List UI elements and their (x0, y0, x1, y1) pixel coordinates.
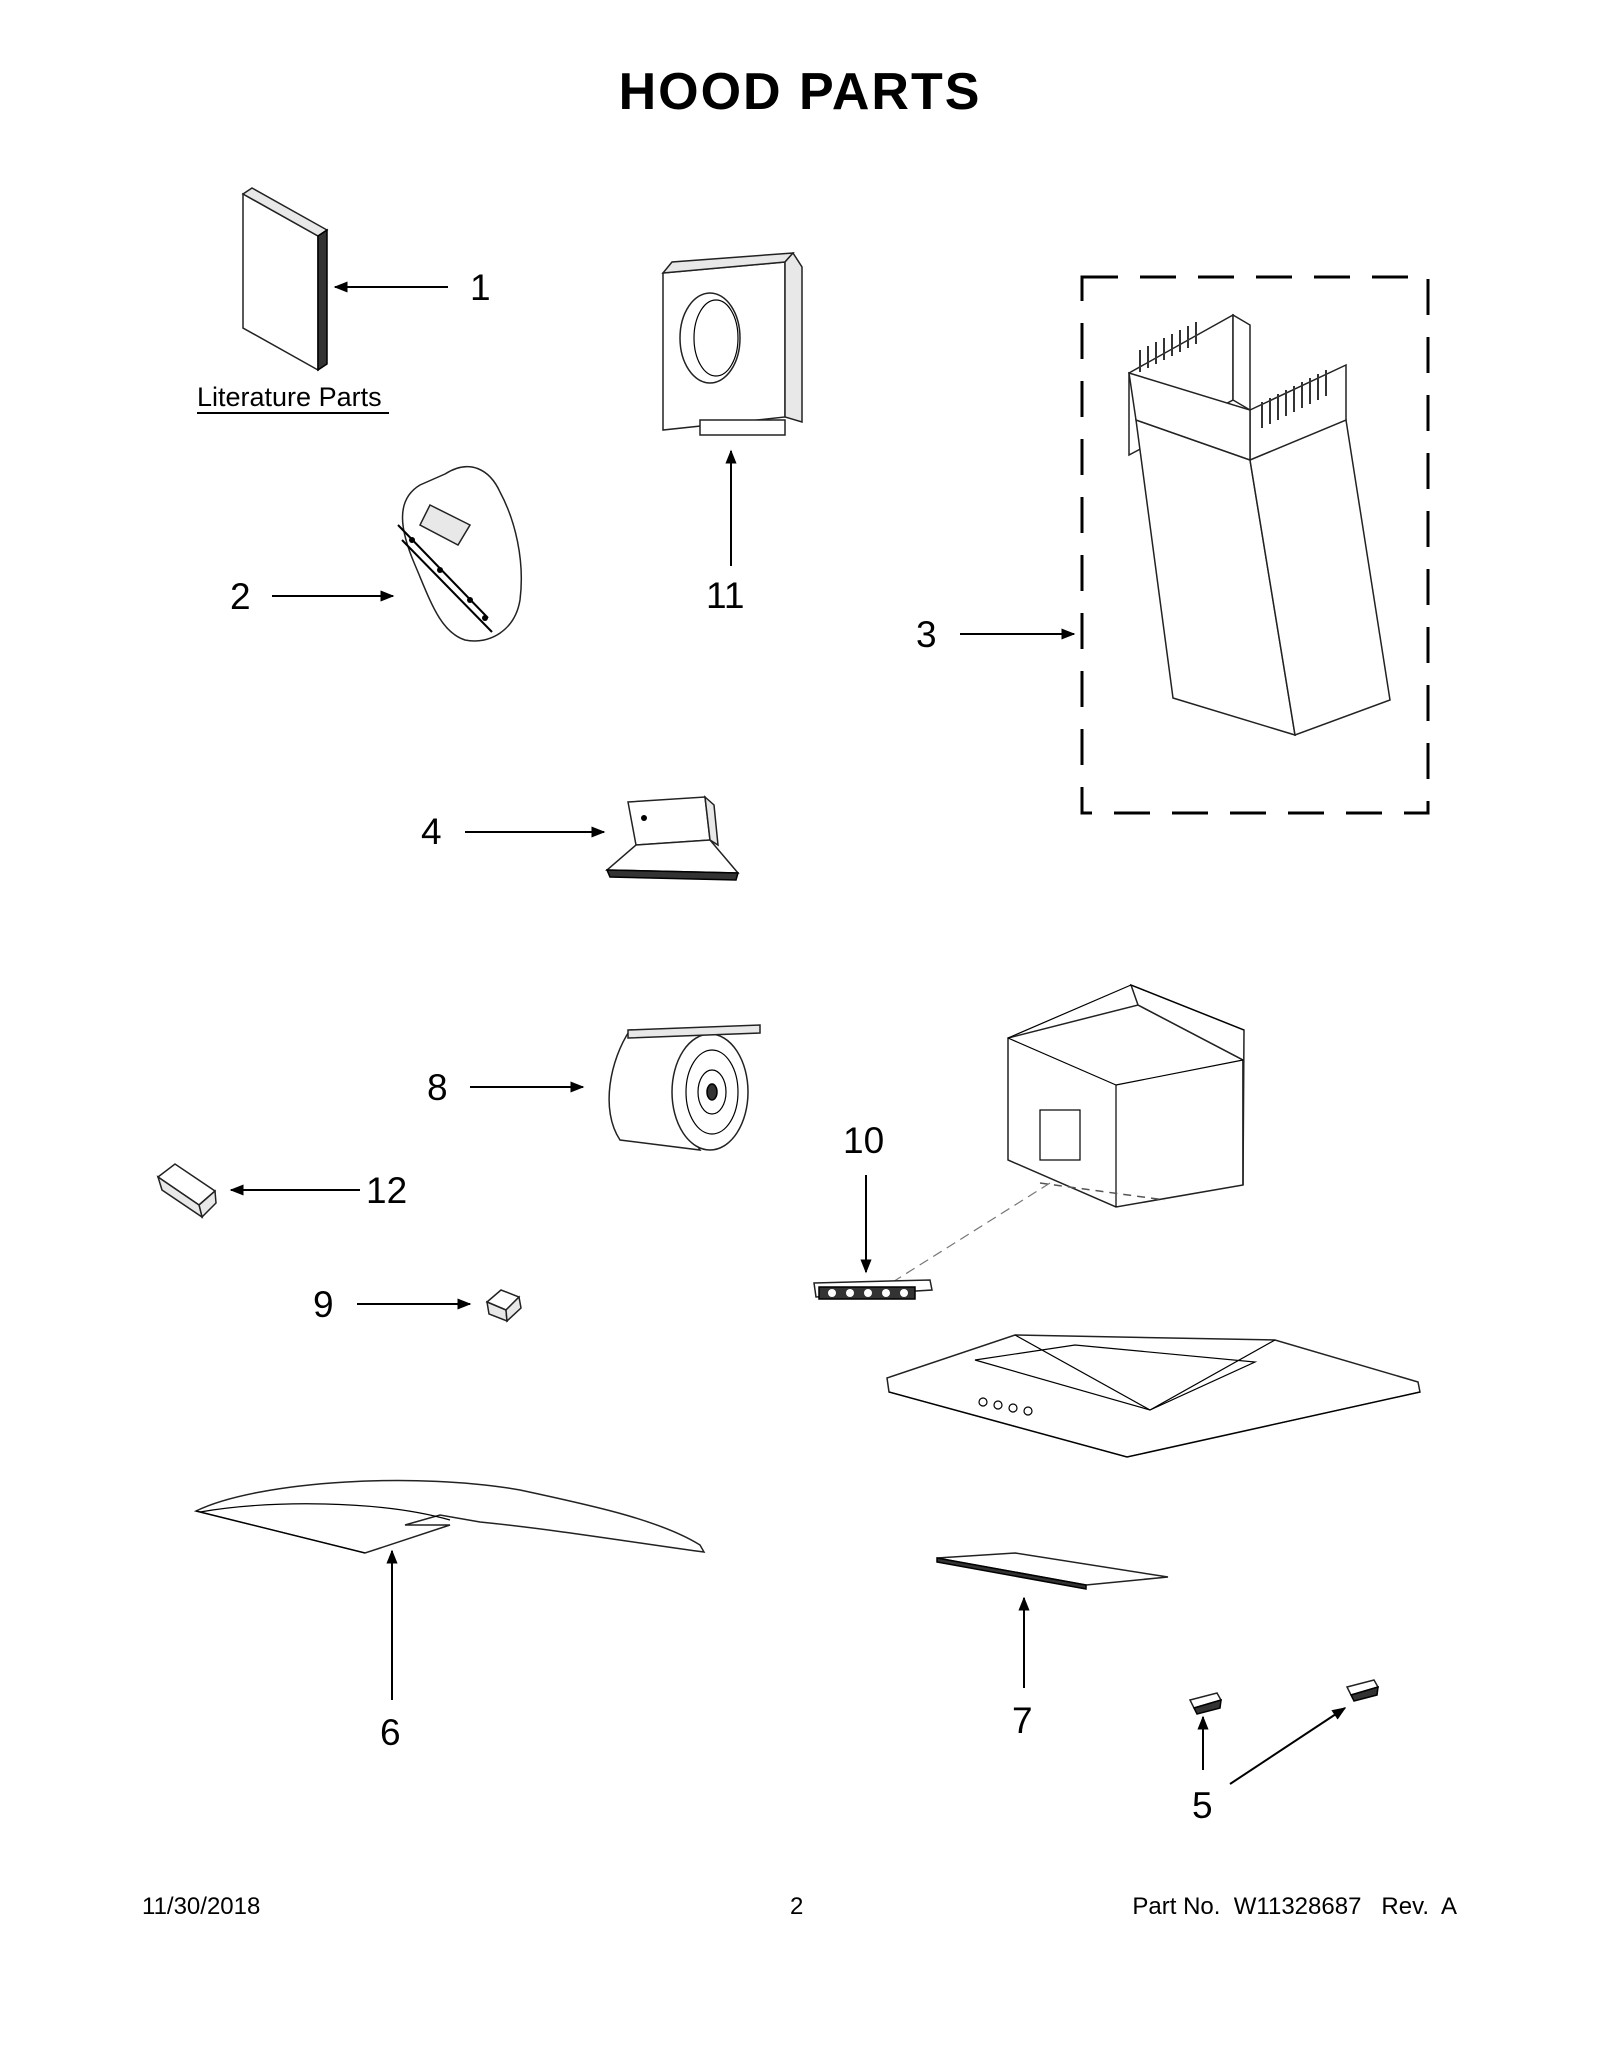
callout-1: 1 (470, 267, 491, 308)
callout-7: 7 (1012, 1700, 1033, 1741)
dashed-kit-frame (1080, 275, 1430, 815)
callout-9: 9 (313, 1284, 334, 1325)
footer-part-number: Part No. W11328687 Rev. A (1132, 1893, 1457, 1920)
literature-booklet-part (241, 187, 329, 372)
callout-2: 2 (230, 576, 251, 617)
duct-connector-part (661, 251, 803, 436)
callout-10: 10 (843, 1120, 884, 1161)
hardware-bag-part (397, 465, 523, 642)
light-housing-part (485, 1289, 522, 1323)
flue-transition-part (605, 795, 740, 881)
grease-filter-part (936, 1552, 1169, 1590)
lamp-part-right (1345, 1679, 1380, 1702)
footer-date: 11/30/2018 (142, 1893, 261, 1920)
callout-3: 3 (916, 614, 937, 655)
page-title: HOOD PARTS (618, 63, 982, 121)
callout-6: 6 (380, 1712, 401, 1753)
glass-canopy-part (193, 1479, 706, 1554)
callout-12: 12 (366, 1170, 407, 1211)
callout-5: 5 (1192, 1785, 1213, 1826)
hood-body-frame (879, 983, 1245, 1291)
control-board-part (813, 1279, 933, 1300)
lamp-part-left (1188, 1692, 1223, 1715)
callout-8: 8 (427, 1067, 448, 1108)
literature-parts-label: Literature Parts (197, 382, 382, 412)
control-module-part (156, 1163, 217, 1219)
blower-motor-part (608, 1024, 761, 1151)
hood-canopy-panel (886, 1334, 1421, 1458)
callout-11: 11 (706, 575, 744, 616)
footer-page-number: 2 (790, 1893, 804, 1920)
callout-4: 4 (421, 811, 442, 852)
chimney-cover-part (1080, 275, 1430, 815)
callout-arrow-5b (1229, 1707, 1347, 1785)
